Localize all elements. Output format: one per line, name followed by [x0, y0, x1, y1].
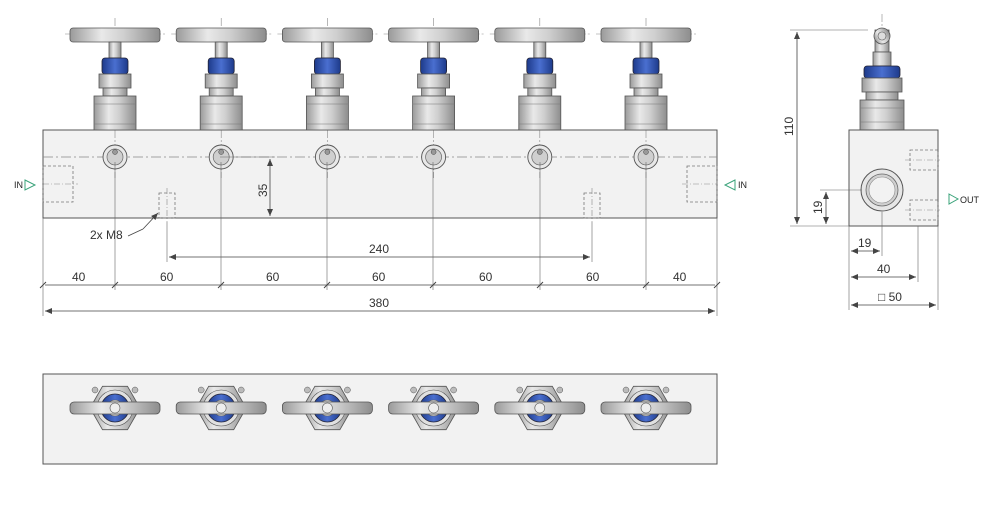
dim-port-height-19: 19: [811, 189, 862, 224]
dim-seg-2: 60: [160, 270, 174, 284]
valve-packing: [420, 57, 448, 75]
dim-seg-5: 60: [479, 270, 493, 284]
dim-square-50: □ 50: [851, 290, 936, 308]
valve-packing: [313, 57, 341, 75]
right-port: [682, 165, 718, 203]
dim-seg-4: 60: [372, 270, 386, 284]
inlet-right-label: IN: [723, 179, 747, 191]
dim-seg-6: 60: [586, 270, 600, 284]
front-valve-5: [489, 18, 590, 178]
front-valve-4: [383, 18, 484, 178]
manifold-body: [42, 129, 718, 219]
side-view: OUT 110 19 19 40: [782, 14, 980, 310]
svg-text:240: 240: [369, 242, 389, 256]
inlet-left-label: IN: [14, 179, 37, 191]
segment-extension-lines: [42, 162, 718, 316]
dim-hole-span-240: 240: [166, 222, 593, 262]
top-valve-1: [69, 385, 161, 431]
valve-packing: [207, 57, 235, 75]
front-valve-6: [596, 18, 696, 178]
valve-packing: [101, 57, 129, 75]
left-port: [42, 165, 78, 203]
front-valve-1: [65, 18, 165, 178]
valve-handle: [69, 27, 161, 43]
svg-text:19: 19: [811, 200, 825, 214]
top-valve-4: [388, 385, 480, 431]
top-body: [42, 373, 718, 465]
dim-seg-1: 40: [72, 270, 86, 284]
outlet-port: [860, 168, 904, 212]
valve-packing: [632, 57, 660, 75]
svg-text:19: 19: [858, 236, 872, 250]
dim-height-110: 110: [782, 29, 868, 227]
dim-overall-380: 380: [45, 296, 715, 314]
dim-seg-7: 40: [673, 270, 687, 284]
segment-dimensions: 40 60 60 60 60 60 40: [39, 270, 721, 289]
dim-width-40: 40: [851, 226, 919, 282]
valve-handle: [494, 27, 586, 43]
svg-text:OUT: OUT: [960, 195, 980, 205]
top-view: [42, 373, 718, 465]
svg-text:□ 50: □ 50: [878, 290, 902, 304]
valve-handle: [281, 27, 373, 43]
dim-height-35: 35: [220, 156, 275, 216]
valve-handle: [175, 27, 267, 43]
svg-text:380: 380: [369, 296, 389, 310]
svg-text:IN: IN: [14, 180, 23, 190]
dim-seg-3: 60: [266, 270, 280, 284]
mounting-hole-right: [583, 188, 601, 222]
valve-packing: [526, 57, 554, 75]
front-view: IN IN 2x M8 35 240: [14, 18, 747, 316]
valve-handle: [388, 27, 480, 43]
front-valve-3: [277, 18, 378, 178]
dim-port-offset-19: 19: [848, 212, 939, 310]
outlet-label: OUT: [948, 193, 980, 205]
top-valve-3: [281, 385, 373, 431]
side-valve: [859, 14, 905, 136]
svg-text:110: 110: [782, 117, 796, 136]
top-valve-6: [600, 385, 692, 431]
top-valve-5: [494, 385, 586, 431]
svg-text:40: 40: [877, 262, 891, 276]
front-valve-group: [65, 18, 696, 178]
svg-text:35: 35: [256, 183, 270, 197]
top-valve-group: [69, 385, 692, 431]
svg-text:2x M8: 2x M8: [90, 228, 123, 242]
svg-text:IN: IN: [738, 180, 747, 190]
valve-handle: [600, 27, 692, 43]
mounting-hole-left: [158, 188, 176, 222]
top-valve-2: [175, 385, 267, 431]
